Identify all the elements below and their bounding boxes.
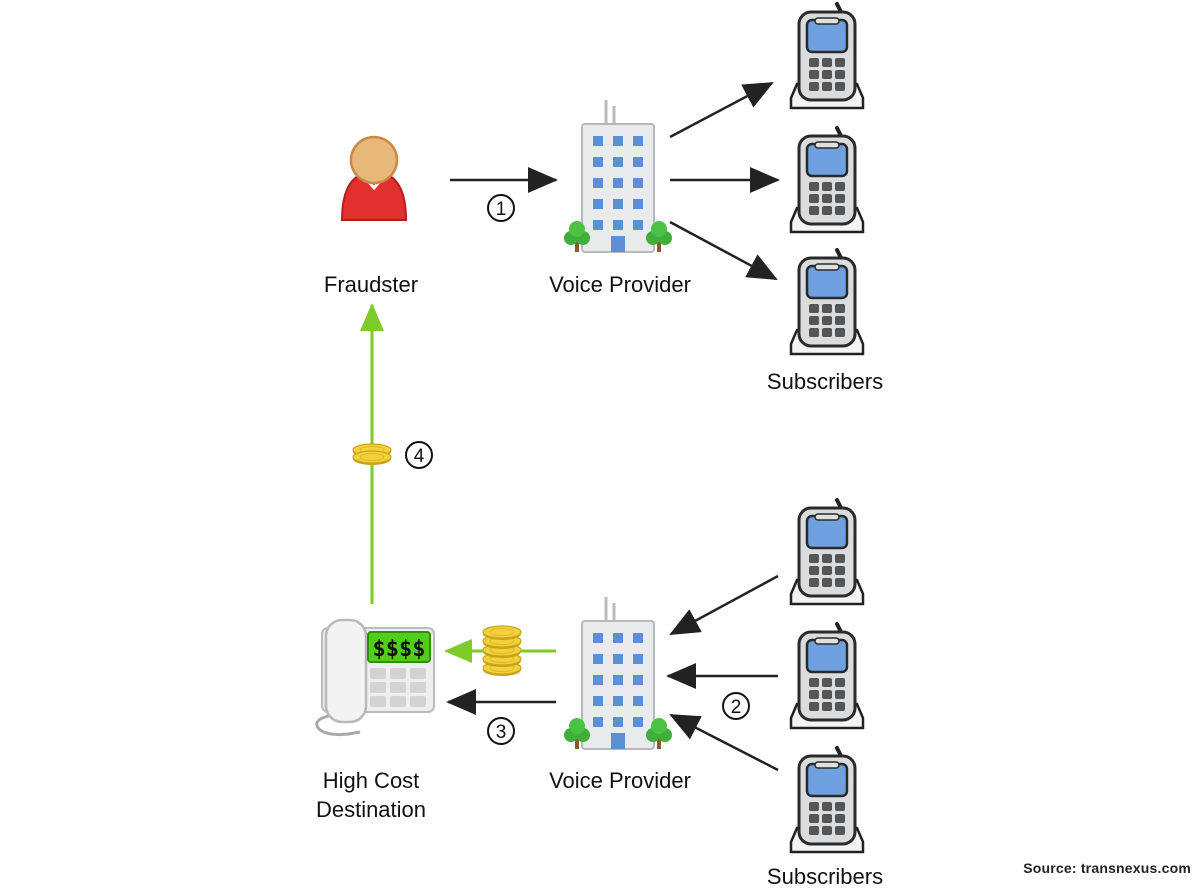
building-icon bbox=[562, 595, 674, 751]
high-cost-destination-line2: Destination bbox=[315, 797, 427, 822]
coin-icon bbox=[352, 450, 392, 466]
fraudster-label: Fraudster bbox=[323, 272, 419, 297]
svg-text:1: 1 bbox=[496, 199, 507, 220]
arrow-call-to-subscriber-3 bbox=[669, 220, 778, 281]
arrow-call-from-subscriber-1 bbox=[669, 574, 779, 636]
svg-text:2: 2 bbox=[731, 697, 742, 718]
building-icon bbox=[562, 98, 674, 254]
svg-text:3: 3 bbox=[496, 722, 507, 743]
mobile-phone-icon bbox=[789, 498, 865, 606]
step-3-badge: 3 bbox=[487, 717, 515, 745]
step-4-badge: 4 bbox=[405, 441, 433, 469]
svg-text:4: 4 bbox=[414, 446, 425, 467]
mobile-phone-icon bbox=[789, 622, 865, 730]
subscribers-bottom-label: Subscribers bbox=[766, 864, 884, 889]
coin-stack-icon bbox=[482, 625, 522, 677]
high-cost-destination-line1: High Cost bbox=[322, 768, 420, 793]
voice-provider-top-label: Voice Provider bbox=[549, 272, 691, 297]
arrow-call-from-subscriber-3 bbox=[669, 713, 779, 772]
desk-phone-icon: $$$$ bbox=[315, 618, 435, 737]
arrow-call-to-subscriber-1 bbox=[669, 81, 774, 139]
mobile-phone-icon bbox=[789, 746, 865, 854]
mobile-phone-icon bbox=[789, 248, 865, 356]
step-2-badge: 2 bbox=[722, 692, 750, 720]
subscribers-top-label: Subscribers bbox=[766, 369, 884, 394]
source-credit: Source: transnexus.com bbox=[1023, 860, 1191, 876]
voice-provider-bottom-label: Voice Provider bbox=[549, 768, 691, 793]
mobile-phone-icon bbox=[789, 2, 865, 110]
phone-display-text: $$$$ bbox=[373, 637, 426, 662]
step-1-badge: 1 bbox=[487, 194, 515, 222]
high-cost-destination-label: High Cost Destination bbox=[281, 766, 461, 824]
fraudster-icon bbox=[340, 135, 408, 221]
mobile-phone-icon bbox=[789, 126, 865, 234]
